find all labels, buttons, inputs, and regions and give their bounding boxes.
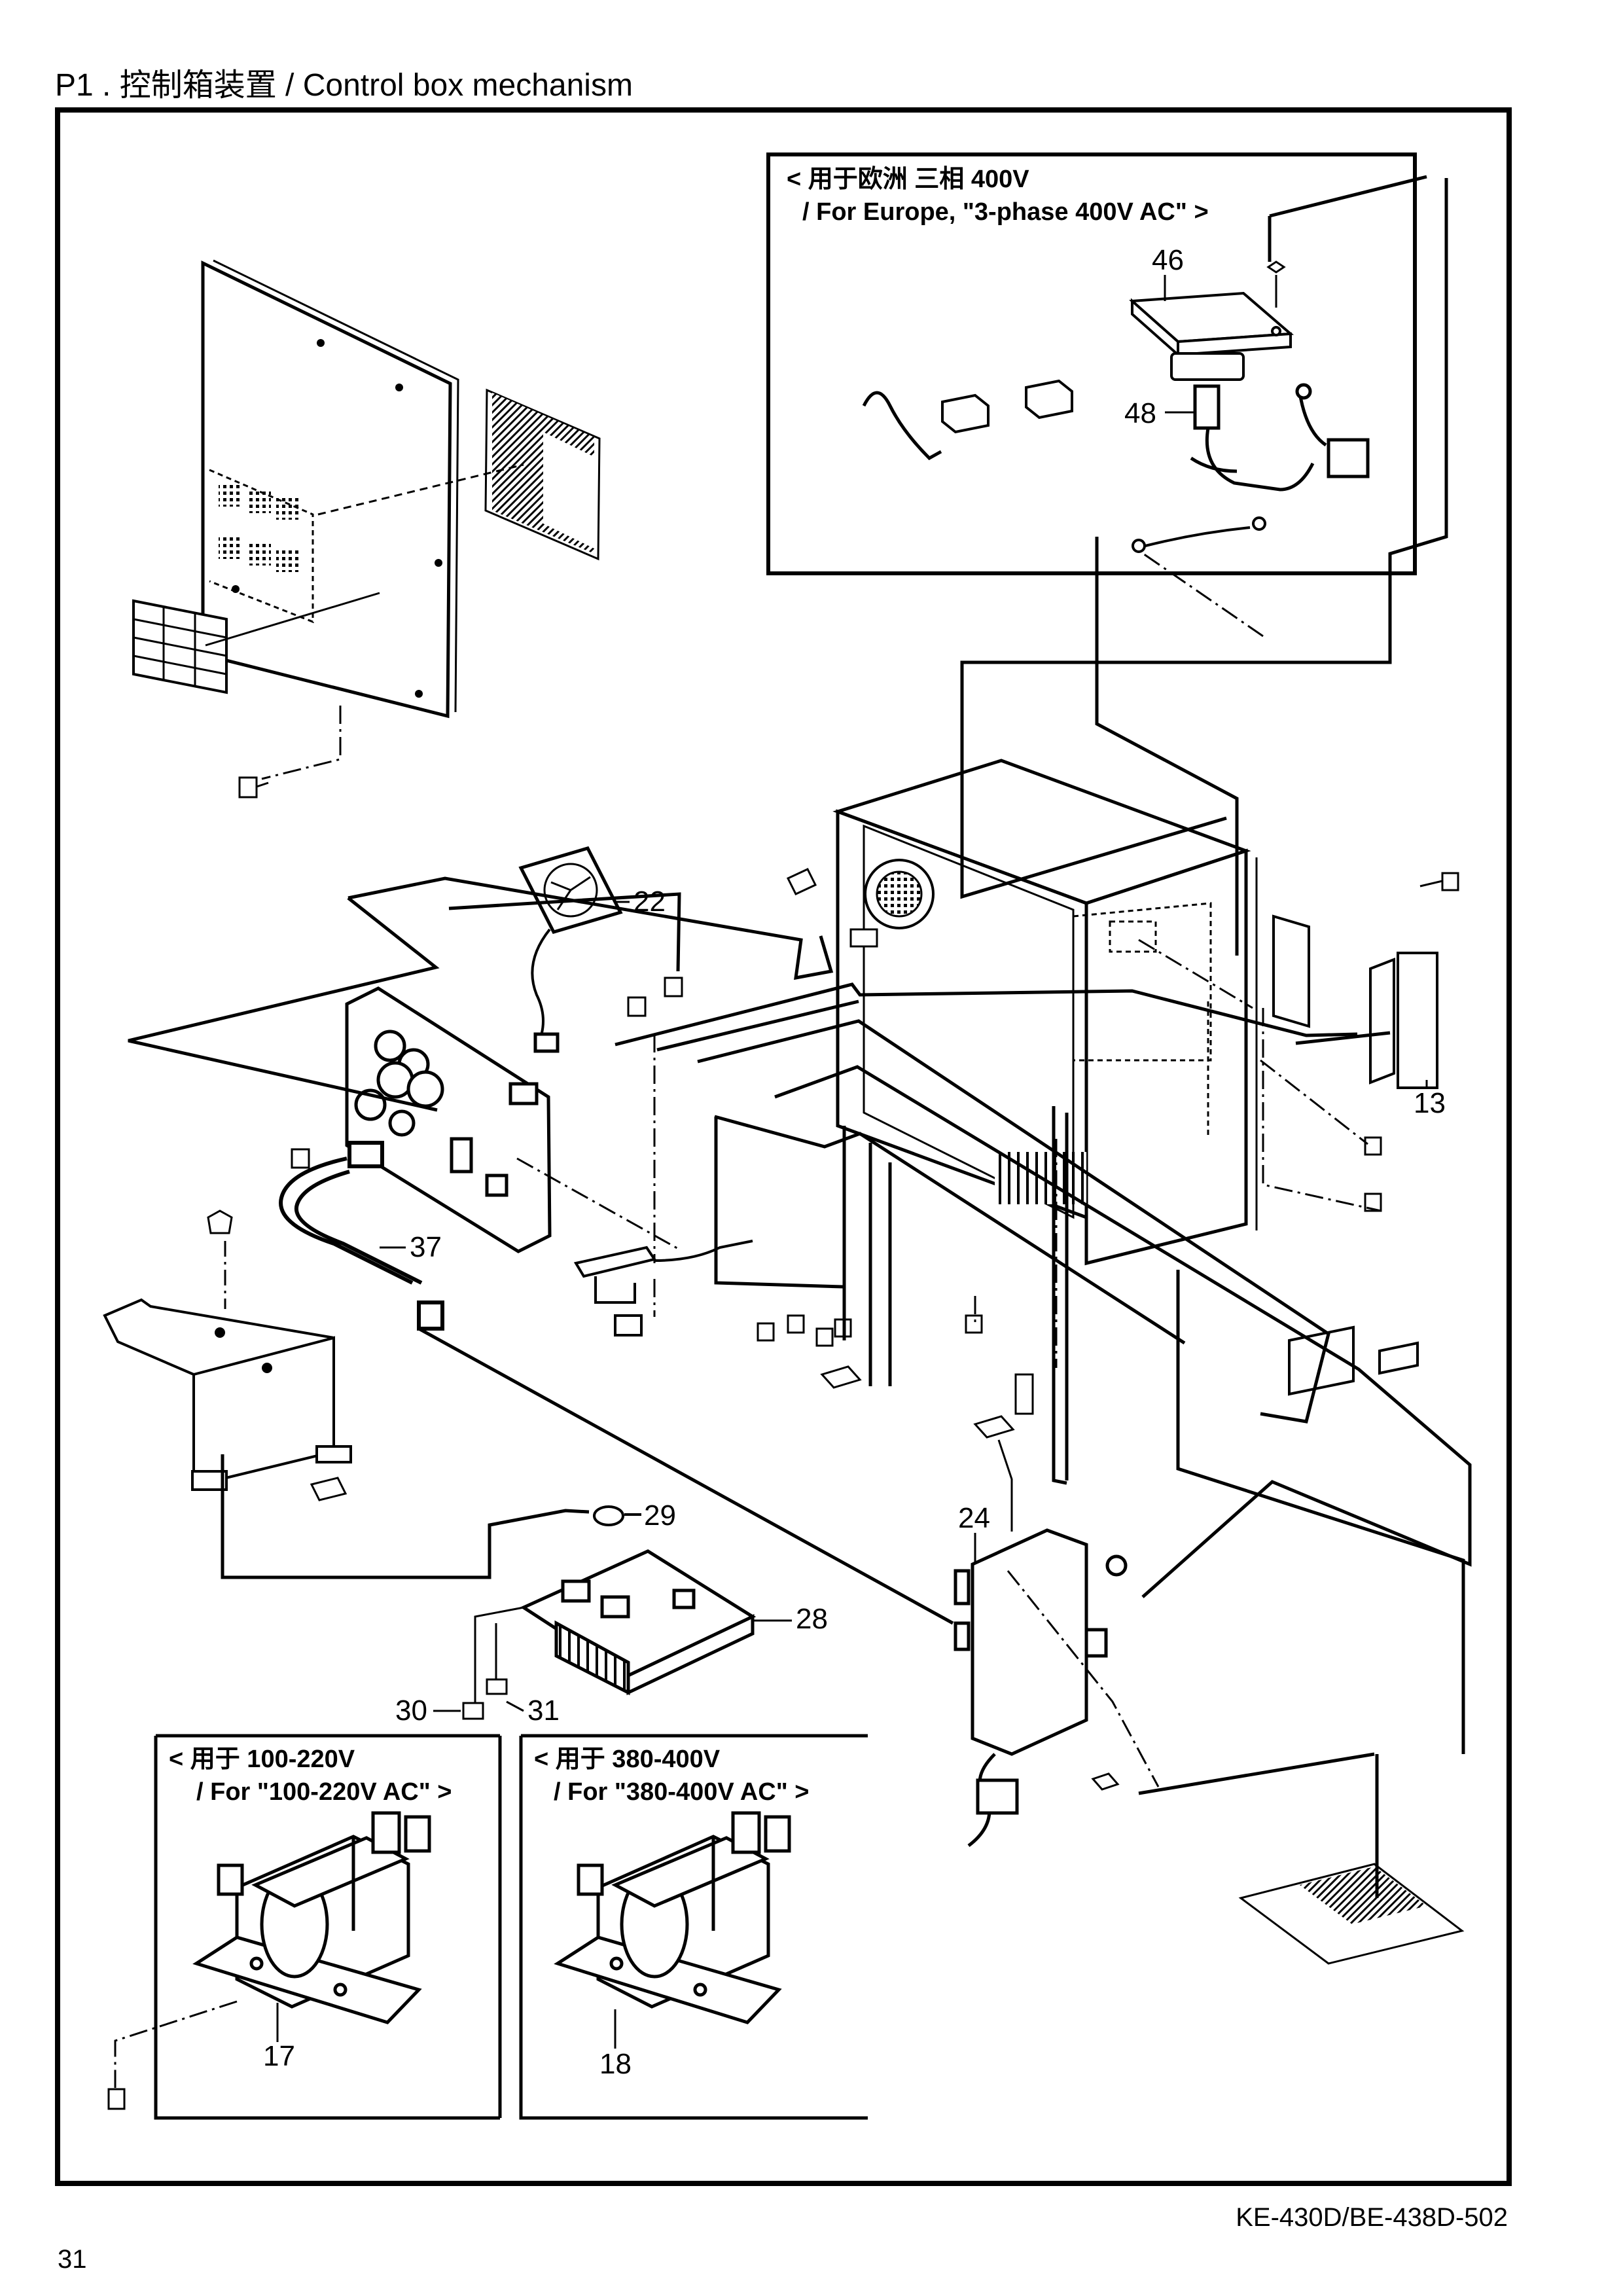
connector-31 (486, 1678, 508, 1695)
part-number-31: 31 (527, 1695, 560, 1727)
reference-lines (128, 175, 1472, 1898)
pcb-holder-bracket (573, 1246, 657, 1336)
part-number-24: 24 (958, 1502, 990, 1534)
mounting-bracket (103, 1298, 352, 1491)
rear-cover-panel (201, 259, 459, 719)
signal-cable-center (654, 1240, 753, 1262)
part-number-13: 13 (1414, 1087, 1446, 1119)
filter-harness (1190, 383, 1370, 492)
inset-100-220v: < 用于 100-220V / For "100-220V AC" > (154, 1734, 500, 2120)
power-harness (279, 1141, 444, 1331)
pcb-spacer-29 (593, 1505, 641, 1526)
europe-inset-label-1: < 用于欧洲 三相 400V (787, 166, 1029, 193)
wire-clamp-bracket (310, 1477, 348, 1501)
clamp-fan-side (786, 868, 817, 895)
inset-380-400v: < 用于 380-400V / For "380-400V AC" > (519, 1734, 868, 2120)
part-number-29: 29 (644, 1499, 676, 1532)
screw-46 (1266, 260, 1286, 308)
diagram-frame (55, 107, 1512, 2186)
door-latch-assembly (1272, 914, 1438, 1089)
part-number-30: 30 (395, 1695, 427, 1727)
screw-pcb (291, 1148, 310, 1169)
screw-rear-cover (238, 776, 269, 798)
europe-inset-box: < 用于欧洲 三相 400V / For Europe, "3-phase 40… (766, 152, 1417, 575)
screw-latch-top (1419, 872, 1459, 891)
europe-inset-label-2: / For Europe, "3-phase 400V AC" > (802, 198, 1209, 226)
ferrite-core (941, 379, 1073, 434)
inset-380-400v-label-2: / For "380-400V AC" > (554, 1778, 810, 1806)
transformer-380-400v (554, 1811, 791, 2024)
part-number-48: 48 (1124, 397, 1156, 429)
control-pcb (954, 1528, 1128, 1847)
connector-30 (462, 1702, 484, 1720)
inset-380-400v-label-1: < 用于 380-400V (534, 1746, 721, 1773)
screw-fan (627, 977, 683, 1017)
transformer-100-220v (192, 1811, 431, 2024)
model-number: KE-430D/BE-438D-502 (1236, 2203, 1508, 2232)
cable-tie (862, 391, 942, 461)
screw-side-1 (1364, 1136, 1382, 1212)
screw-transformer (107, 2088, 126, 2110)
part-number-28: 28 (796, 1603, 828, 1635)
internal-dashed-frame (1072, 902, 1212, 1139)
part-number-46: 46 (1152, 244, 1184, 276)
screw-group-center (757, 1314, 983, 1347)
terminal-block (849, 928, 878, 948)
page-number: 31 (58, 2245, 87, 2274)
ground-wire (1132, 516, 1266, 553)
noise-filter-board (1129, 291, 1294, 381)
part-number-37: 37 (410, 1231, 442, 1263)
vent-mesh-sheet (484, 388, 601, 561)
warning-label-sheet (132, 599, 228, 694)
inset-100-220v-label-2: / For "100-220V AC" > (196, 1778, 452, 1806)
driver-pcb (520, 1549, 757, 1696)
power-supply-pcb (345, 986, 552, 1253)
wire-clamp-top (207, 1210, 233, 1234)
dashed-reference-lines (516, 551, 1382, 1787)
pcb-spacer (1091, 1772, 1120, 1791)
mesh-sheet-bottom (1238, 1863, 1465, 1965)
cooling-fan (518, 846, 623, 1053)
inset-100-220v-label-1: < 用于 100-220V (169, 1746, 355, 1773)
cable-clamps-lower (820, 1365, 1034, 1532)
page-title: P1 . 控制箱装置 / Control box mechanism (55, 68, 633, 103)
part-number-18: 18 (599, 2048, 632, 2080)
cooling-fan-grill (864, 859, 935, 929)
part-number-17: 17 (263, 2040, 295, 2072)
